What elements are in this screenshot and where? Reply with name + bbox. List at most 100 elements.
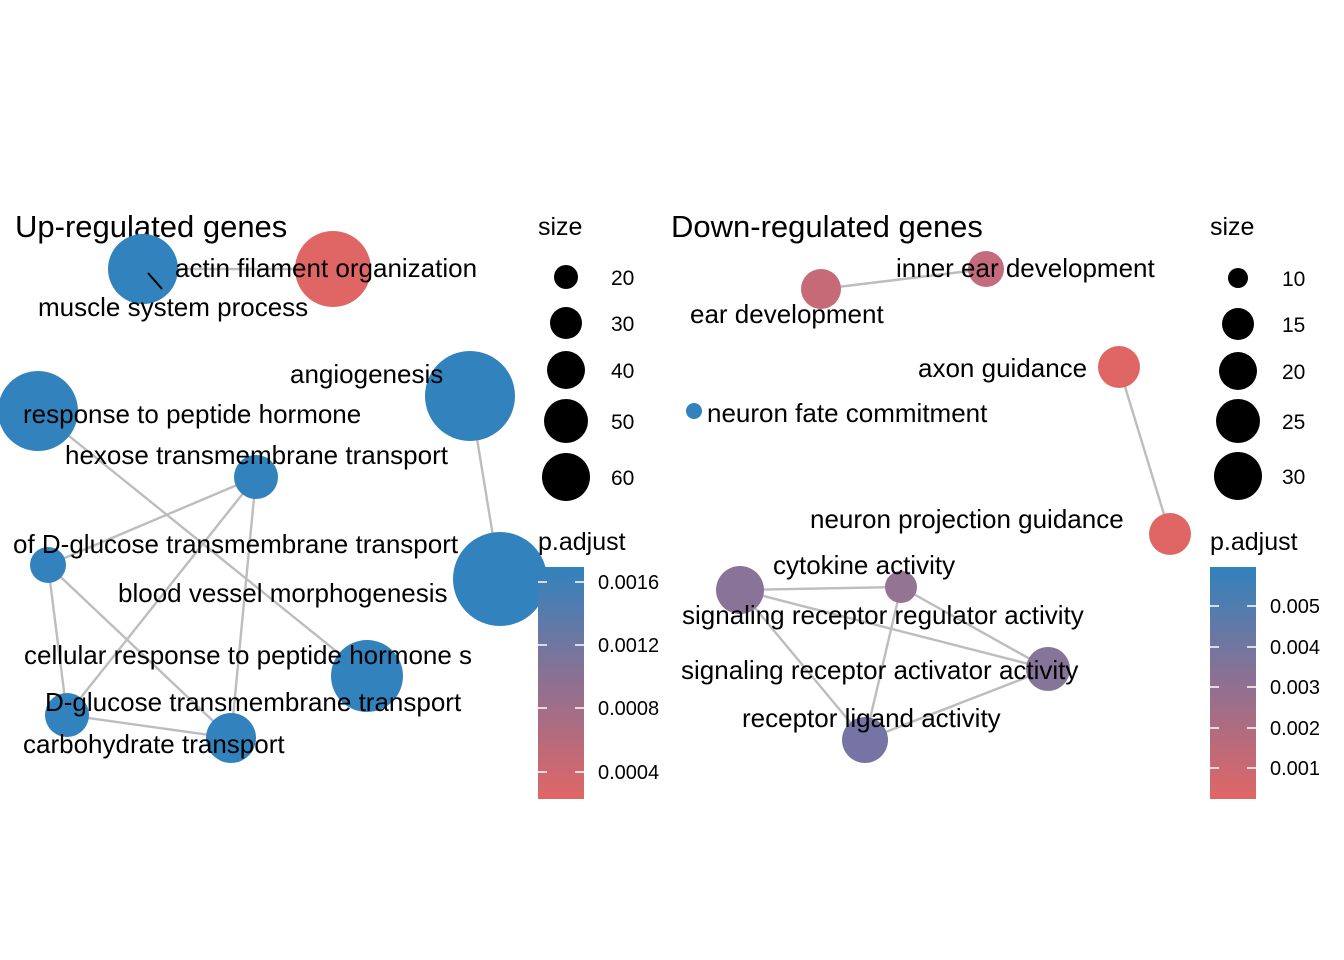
size-legend-label: 10 <box>1282 268 1305 291</box>
size-legend-label: 60 <box>611 467 634 490</box>
node-label: axon guidance <box>918 353 1087 383</box>
size-legend-dot <box>1219 352 1257 390</box>
network-edge <box>864 667 1049 742</box>
network-edge <box>229 476 258 739</box>
network-edge <box>47 564 232 739</box>
size-legend-label: 30 <box>611 313 634 336</box>
size-legend-label: 25 <box>1282 411 1305 434</box>
color-legend-label: 0.001 <box>1270 758 1320 780</box>
size-legend-label: 20 <box>611 267 634 290</box>
network-node[interactable] <box>453 532 547 626</box>
node-label: of D-glucose transmembrane transport <box>13 529 459 559</box>
node-label: receptor ligand activity <box>742 703 1001 733</box>
network-node[interactable] <box>206 713 256 763</box>
node-label: blood vessel morphogenesis <box>118 578 448 608</box>
network-node[interactable] <box>968 251 1004 287</box>
network-edge <box>900 585 1049 671</box>
network-down: inner ear development ear development axon… <box>681 251 1191 763</box>
network-edge <box>863 586 903 741</box>
color-legend-down: p.adjust 0.005 0.004 0.003 0.002 0.001 <box>1210 528 1320 799</box>
size-legend-label: 20 <box>1282 361 1305 384</box>
size-legend-down: size 10 15 20 25 30 <box>1210 213 1305 500</box>
size-legend-title: size <box>1210 213 1254 241</box>
label-leader-line <box>147 272 163 290</box>
color-legend-title: p.adjust <box>1210 528 1298 556</box>
color-bar-up <box>538 567 584 799</box>
size-legend-label: 40 <box>611 360 634 383</box>
network-up: actin filament organization muscle system… <box>0 231 547 763</box>
node-label: cytokine activity <box>773 550 955 580</box>
size-legend-dot <box>542 453 590 501</box>
size-legend-label: 30 <box>1282 466 1305 489</box>
panel-up: Up-regulated genes actin filament organi… <box>0 209 659 799</box>
network-edge <box>739 588 1049 671</box>
network-node[interactable] <box>1098 346 1140 388</box>
node-label: cellular response to peptide hormone s <box>24 640 472 670</box>
network-node[interactable] <box>716 566 764 614</box>
node-label: response to peptide hormone <box>23 399 361 429</box>
color-legend-label: 0.004 <box>1270 637 1320 659</box>
size-legend-dot <box>544 399 588 443</box>
network-edge <box>820 267 987 291</box>
node-label: carbohydrate transport <box>23 729 285 759</box>
panel-down: Down-regulated genes inner ear developme… <box>671 209 1320 799</box>
node-label: ear development <box>690 299 884 329</box>
color-legend-label: 0.0008 <box>598 698 659 720</box>
edges-up <box>37 267 502 740</box>
network-edge <box>46 564 69 716</box>
color-legend-title: p.adjust <box>538 528 626 556</box>
size-legend-dot <box>547 351 585 389</box>
node-label: angiogenesis <box>290 359 443 389</box>
network-edge <box>47 475 257 567</box>
node-label: inner ear development <box>896 253 1155 283</box>
color-legend-label: 0.002 <box>1270 718 1320 740</box>
network-node[interactable] <box>234 455 278 499</box>
color-legend-up: p.adjust 0.0016 0.0012 0.0008 0.0004 <box>538 528 659 799</box>
size-legend-dot <box>554 265 578 289</box>
color-legend-label: 0.005 <box>1270 596 1320 618</box>
network-node[interactable] <box>885 571 917 603</box>
size-legend-dot <box>1214 452 1262 500</box>
nodes-down <box>686 251 1191 763</box>
node-label: D-glucose transmembrane transport <box>45 687 462 717</box>
node-label: hexose transmembrane transport <box>65 440 449 470</box>
network-node[interactable] <box>801 269 841 309</box>
color-legend-label: 0.0004 <box>598 762 659 784</box>
node-label: neuron projection guidance <box>810 504 1124 534</box>
network-node[interactable] <box>842 717 888 763</box>
network-edge <box>66 713 232 740</box>
network-node[interactable] <box>686 403 702 419</box>
size-legend-dot <box>550 307 582 339</box>
network-edge <box>66 476 257 716</box>
network-node[interactable] <box>331 640 403 712</box>
size-legend-label: 15 <box>1282 314 1305 337</box>
edges-down <box>739 267 1172 742</box>
labels-up: actin filament organization muscle system… <box>13 253 477 759</box>
network-node[interactable] <box>30 547 66 583</box>
network-node[interactable] <box>0 371 78 451</box>
network-node[interactable] <box>45 693 89 737</box>
size-legend-title: size <box>538 213 582 241</box>
color-bar-down <box>1210 567 1256 799</box>
network-edge <box>739 585 902 592</box>
node-label: neuron fate commitment <box>707 398 988 428</box>
node-label: actin filament organization <box>175 253 477 283</box>
color-legend-label: 0.003 <box>1270 677 1320 699</box>
node-label: muscle system process <box>38 292 308 322</box>
network-node[interactable] <box>1149 513 1191 555</box>
size-legend-dot <box>1228 268 1248 288</box>
color-legend-label: 0.0016 <box>598 572 659 594</box>
network-node[interactable] <box>1026 647 1070 691</box>
labels-down: inner ear development ear development axon… <box>681 253 1155 733</box>
size-legend-dot <box>1216 399 1260 443</box>
size-legend-dot <box>1222 308 1254 340</box>
color-legend-label: 0.0012 <box>598 635 659 657</box>
network-node[interactable] <box>425 351 515 441</box>
network-node[interactable] <box>295 231 371 307</box>
node-label: signaling receptor regulator activity <box>682 600 1084 630</box>
panel-title-down: Down-regulated genes <box>671 209 983 244</box>
node-label: signaling receptor activator activity <box>681 655 1078 685</box>
size-legend-label: 50 <box>611 411 634 434</box>
network-edge <box>1117 366 1172 535</box>
